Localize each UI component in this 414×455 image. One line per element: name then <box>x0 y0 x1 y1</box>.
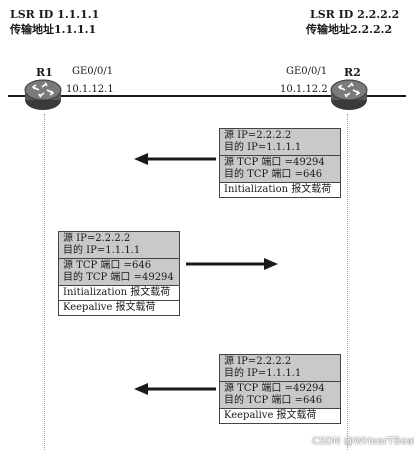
r2-transport-address: 传输地址2.2.2.2 <box>306 23 393 36</box>
packet-2-payload-initialization: Initialization 报文载荷 <box>59 286 179 301</box>
packet-2-src-ip: 源 IP=2.2.2.2 <box>63 233 131 244</box>
packet-2-src-port: 源 TCP 端口 =646 <box>63 260 152 271</box>
r1-router-icon <box>24 79 62 110</box>
packet-3-payload: Keepalive 报文载荷 <box>220 409 340 423</box>
r2-lsr-id: LSR ID 2.2.2.2 <box>310 8 400 21</box>
packet-1-tcp-section: 源 TCP 端口 =49294 目的 TCP 端口 =646 <box>220 156 340 183</box>
packet-2: 源 IP=2.2.2.2 目的 IP=1.1.1.1 源 TCP 端口 =646… <box>58 231 180 316</box>
link-line <box>8 95 406 97</box>
packet-1-ip-section: 源 IP=2.2.2.2 目的 IP=1.1.1.1 <box>220 129 340 156</box>
r1-transport-address: 传输地址1.1.1.1 <box>10 23 97 36</box>
r2-router-icon <box>330 79 368 110</box>
r1-ip: 10.1.12.1 <box>66 84 114 95</box>
r1-name: R1 <box>36 66 53 79</box>
packet-3-src-ip: 源 IP=2.2.2.2 <box>224 356 292 367</box>
packet-3-dst-ip: 目的 IP=1.1.1.1 <box>224 368 302 379</box>
packet-1-src-ip: 源 IP=2.2.2.2 <box>224 130 292 141</box>
r1-timeline <box>44 114 45 450</box>
packet-2-dst-ip: 目的 IP=1.1.1.1 <box>63 245 141 256</box>
watermark: CSDN @WHearTBeat <box>312 436 414 447</box>
packet-3-dst-port: 目的 TCP 端口 =646 <box>224 395 323 406</box>
packet-3-ip-section: 源 IP=2.2.2.2 目的 IP=1.1.1.1 <box>220 355 340 382</box>
packet-1-dst-port: 目的 TCP 端口 =646 <box>224 169 323 180</box>
packet-3-tcp-section: 源 TCP 端口 =49294 目的 TCP 端口 =646 <box>220 382 340 409</box>
packet-2-tcp-section: 源 TCP 端口 =646 目的 TCP 端口 =49294 <box>59 259 179 286</box>
r2-interface: GE0/0/1 <box>286 66 328 77</box>
packet-2-arrow-right <box>186 258 278 270</box>
packet-1-arrow-left <box>134 153 216 165</box>
packet-1-src-port: 源 TCP 端口 =49294 <box>224 157 325 168</box>
r2-timeline <box>347 114 348 450</box>
r1-lsr-id: LSR ID 1.1.1.1 <box>10 8 100 21</box>
packet-3-arrow-left <box>134 383 216 395</box>
packet-1: 源 IP=2.2.2.2 目的 IP=1.1.1.1 源 TCP 端口 =492… <box>219 128 341 198</box>
packet-3: 源 IP=2.2.2.2 目的 IP=1.1.1.1 源 TCP 端口 =492… <box>219 354 341 424</box>
packet-2-ip-section: 源 IP=2.2.2.2 目的 IP=1.1.1.1 <box>59 232 179 259</box>
packet-2-dst-port: 目的 TCP 端口 =49294 <box>63 272 174 283</box>
packet-3-src-port: 源 TCP 端口 =49294 <box>224 383 325 394</box>
r2-ip: 10.1.12.2 <box>280 84 328 95</box>
packet-2-payload-keepalive: Keepalive 报文载荷 <box>59 301 179 315</box>
packet-1-payload: Initialization 报文载荷 <box>220 183 340 197</box>
packet-1-dst-ip: 目的 IP=1.1.1.1 <box>224 142 302 153</box>
r1-interface: GE0/0/1 <box>72 66 114 77</box>
r2-name: R2 <box>344 66 361 79</box>
